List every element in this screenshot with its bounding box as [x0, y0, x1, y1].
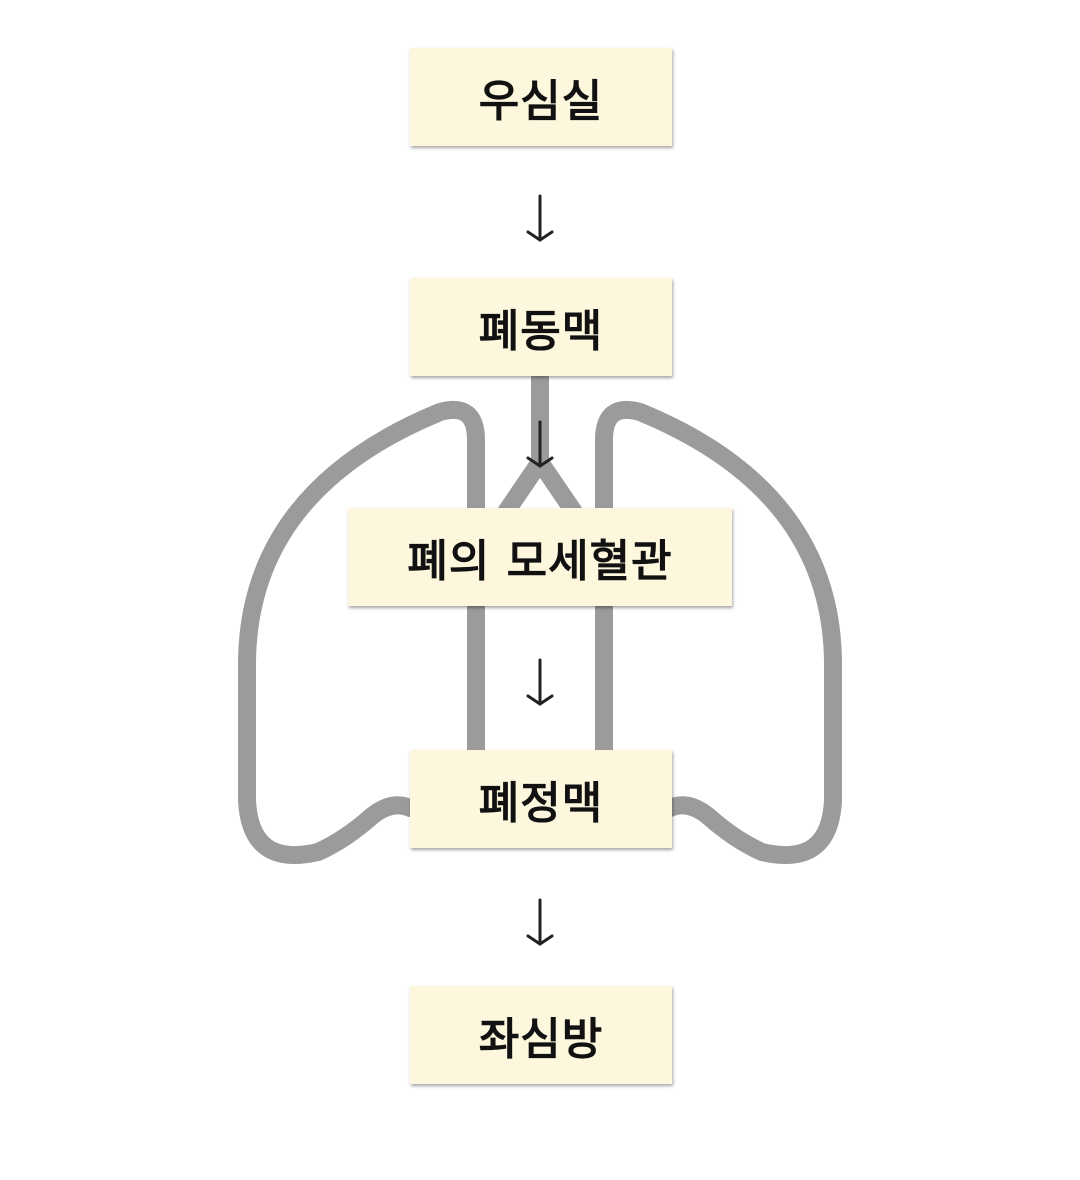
down-arrow-icon — [526, 420, 554, 468]
left-lung-outline — [238, 400, 485, 864]
step-box-lung-capillaries: 폐의 모세혈관 — [348, 508, 732, 606]
step-label-right-ventricle: 우심실 — [478, 76, 604, 127]
left-branch-line — [497, 453, 549, 521]
step-box-left-atrium: 좌심방 — [410, 986, 672, 1084]
down-arrow-icon — [526, 658, 554, 706]
step-box-right-ventricle: 우심실 — [410, 48, 672, 146]
step-label-pulmonary-vein: 폐정맥 — [478, 778, 604, 829]
step-box-pulmonary-vein: 폐정맥 — [410, 750, 672, 848]
right-lung-outline — [595, 400, 842, 864]
step-label-lung-capillaries: 폐의 모세혈관 — [407, 536, 673, 587]
down-arrow-icon — [526, 194, 554, 242]
down-arrow-icon — [526, 898, 554, 946]
right-branch-line — [531, 453, 583, 521]
step-box-pulmonary-artery: 폐동맥 — [410, 278, 672, 376]
step-label-pulmonary-artery: 폐동맥 — [478, 306, 604, 357]
step-label-left-atrium: 좌심방 — [478, 1014, 604, 1065]
